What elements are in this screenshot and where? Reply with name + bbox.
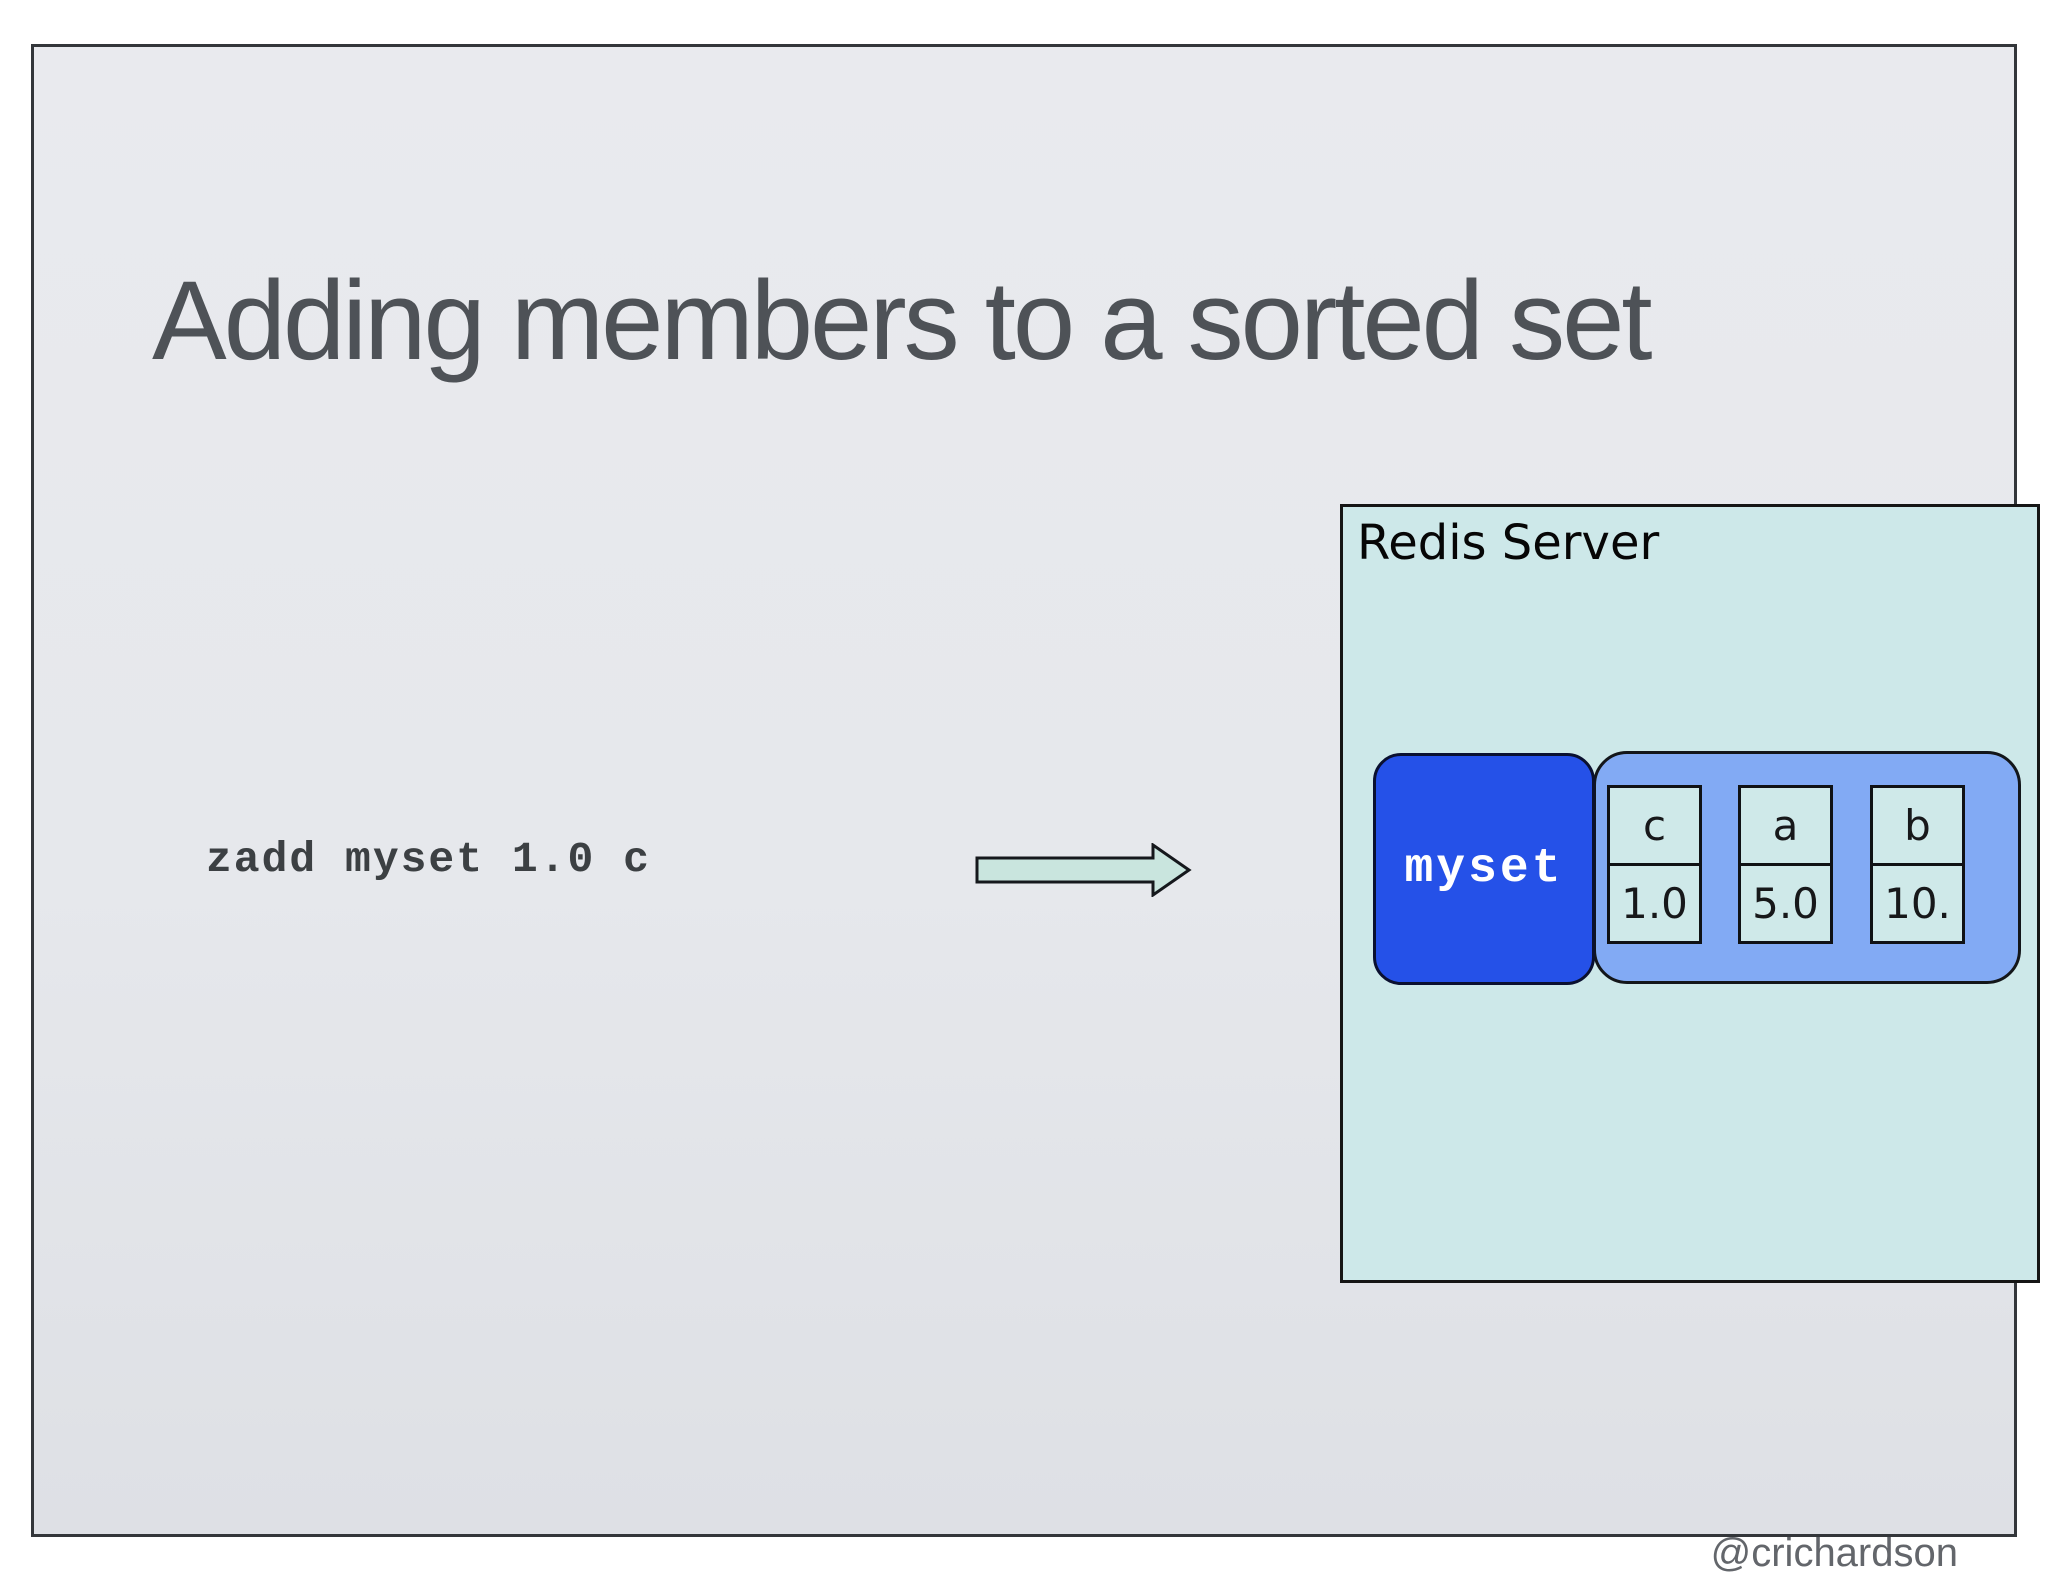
redis-server-label: Redis Server: [1357, 515, 1660, 571]
entry-score-cell: 5.0: [1738, 863, 1833, 944]
entry-score-cell: 10.: [1870, 863, 1965, 944]
entry-score-cell: 1.0: [1607, 863, 1702, 944]
author-handle: @crichardson: [1710, 1531, 1958, 1575]
sorted-set-entry: c 1.0: [1607, 785, 1702, 944]
arrow-right-icon: [975, 843, 1192, 897]
entry-member-cell: b: [1870, 785, 1965, 866]
slide-frame: Adding members to a sorted set zadd myse…: [31, 44, 2040, 1575]
sorted-set-entry: b 10.: [1870, 785, 1965, 944]
slide-title: Adding members to a sorted set: [152, 258, 1652, 383]
redis-command-text: zadd myset 1.0 c: [206, 835, 651, 884]
entry-member-cell: a: [1738, 785, 1833, 866]
sorted-set-key-label: myset: [1404, 842, 1564, 896]
entry-member-cell: c: [1607, 785, 1702, 866]
sorted-set-entry: a 5.0: [1738, 785, 1833, 944]
sorted-set-key-box: myset: [1373, 753, 1595, 985]
